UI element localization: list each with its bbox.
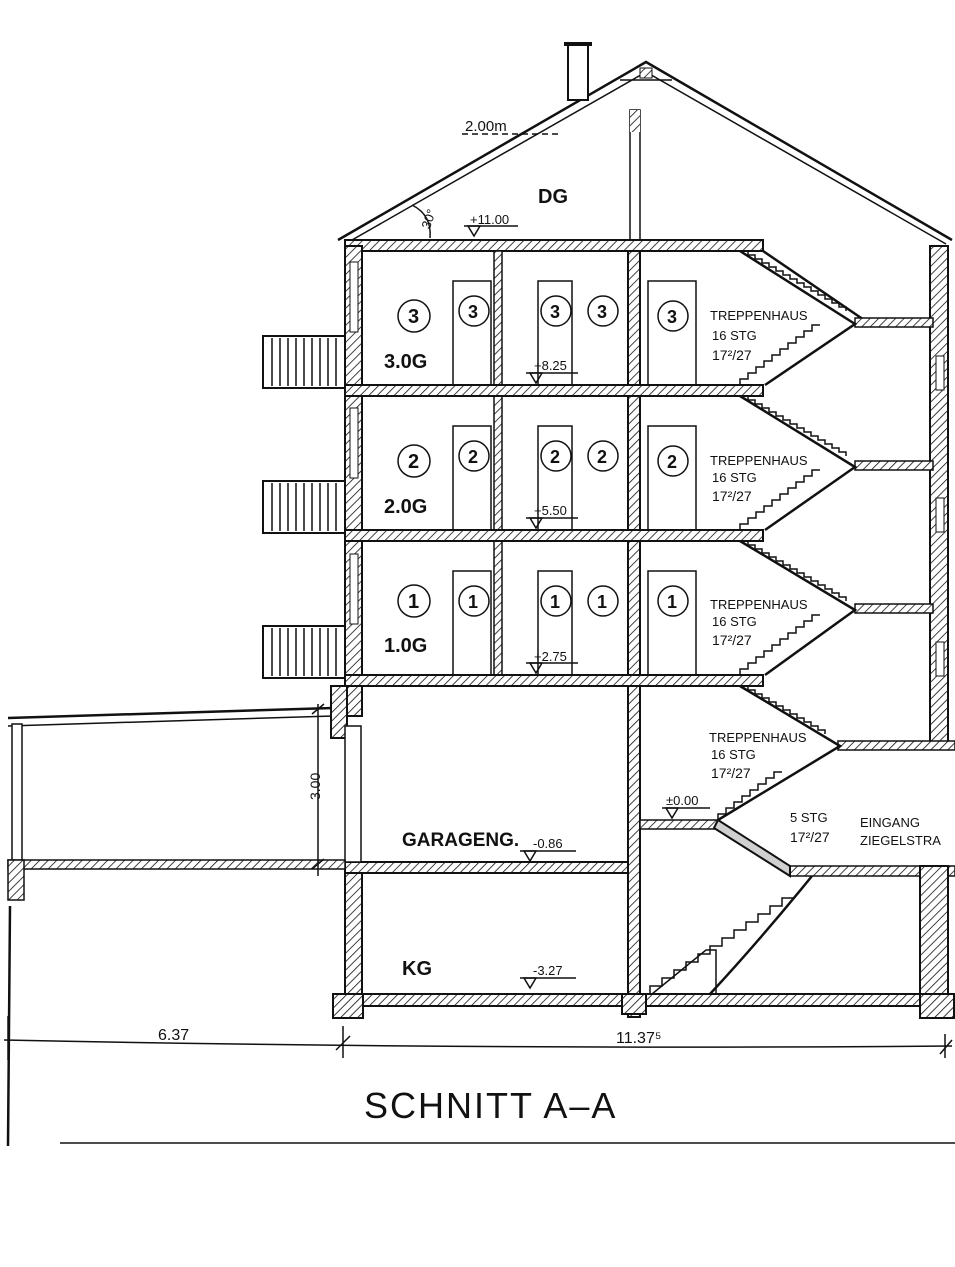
basement-label: KG: [402, 958, 432, 980]
unit-number: 2: [468, 447, 478, 467]
stair-ratio: 17²/27: [712, 488, 752, 504]
unit-number: 3: [408, 306, 419, 328]
stair-steps: 16 STG: [712, 470, 757, 485]
floor-name: 1.0G: [384, 635, 427, 657]
canopy-height: 3.00: [307, 773, 323, 800]
stair-label: TREPPENHAUS: [709, 730, 807, 745]
unit-number: 1: [550, 592, 560, 612]
unit-number: 1: [468, 592, 478, 612]
floor-name: 2.0G: [384, 496, 427, 518]
unit-number: 2: [550, 447, 560, 467]
dimension-left: 6.37: [158, 1027, 189, 1044]
walls: [344, 245, 949, 1018]
drawing-title: SCHNITT A–A: [364, 1085, 617, 1126]
unit-number: 2: [597, 447, 607, 467]
entrance-label: EINGANG: [860, 815, 920, 830]
roof-overhang: 2.00m: [465, 118, 507, 135]
stair-label: TREPPENHAUS: [710, 597, 808, 612]
dimension-line: [3, 1016, 955, 1144]
roof-angle: 30°: [418, 207, 439, 231]
unit-number: 3: [667, 307, 677, 327]
entrance-street: ZIEGELSTRA: [860, 833, 941, 848]
chimney: [567, 43, 589, 101]
unit-number: 1: [597, 592, 607, 612]
unit-number: 2: [408, 451, 419, 473]
stair-steps: 16 STG: [711, 747, 756, 762]
stair-steps: 16 STG: [712, 614, 757, 629]
floor-name: 3.0G: [384, 351, 427, 373]
garage-level: -0.86: [533, 836, 563, 851]
roof-level: +11.00: [470, 212, 509, 227]
balconies: [262, 335, 346, 679]
unit-number: 3: [468, 302, 478, 322]
garage-label: GARAGENG.: [402, 830, 519, 851]
stair-label: TREPPENHAUS: [710, 453, 808, 468]
entrance-steps: 5 STG: [790, 810, 828, 825]
doors: [452, 280, 697, 676]
stair-ratio: 17²/27: [711, 765, 751, 781]
stair-label: TREPPENHAUS: [710, 308, 808, 323]
unit-number: 2: [667, 452, 677, 472]
roof-label: DG: [538, 186, 568, 208]
entry-level: ±0.00: [666, 793, 698, 808]
canopy: [6, 685, 362, 1147]
floor-level: +5.50: [534, 503, 567, 518]
dimension-main: 11.37⁵: [616, 1030, 661, 1047]
unit-circles: [397, 295, 689, 618]
labels: 2.00m DG 30° +11.00 3 3 3 3 3 3.0G +8.25…: [158, 118, 941, 1126]
unit-number: 3: [597, 302, 607, 322]
entrance-ratio: 17²/27: [790, 829, 830, 845]
floor-level: +2.75: [534, 649, 567, 664]
stair-steps: 16 STG: [712, 328, 757, 343]
stair-ratio: 17²/27: [712, 632, 752, 648]
stairs: [649, 249, 858, 995]
floor-level: +8.25: [534, 358, 567, 373]
floor-slabs: [332, 317, 955, 1019]
level-markers: [464, 225, 710, 990]
unit-number: 3: [550, 302, 560, 322]
stair-ratio: 17²/27: [712, 347, 752, 363]
basement-level: -3.27: [533, 963, 563, 978]
unit-number: 1: [667, 592, 677, 612]
roof: [337, 42, 953, 326]
unit-number: 1: [408, 591, 419, 613]
